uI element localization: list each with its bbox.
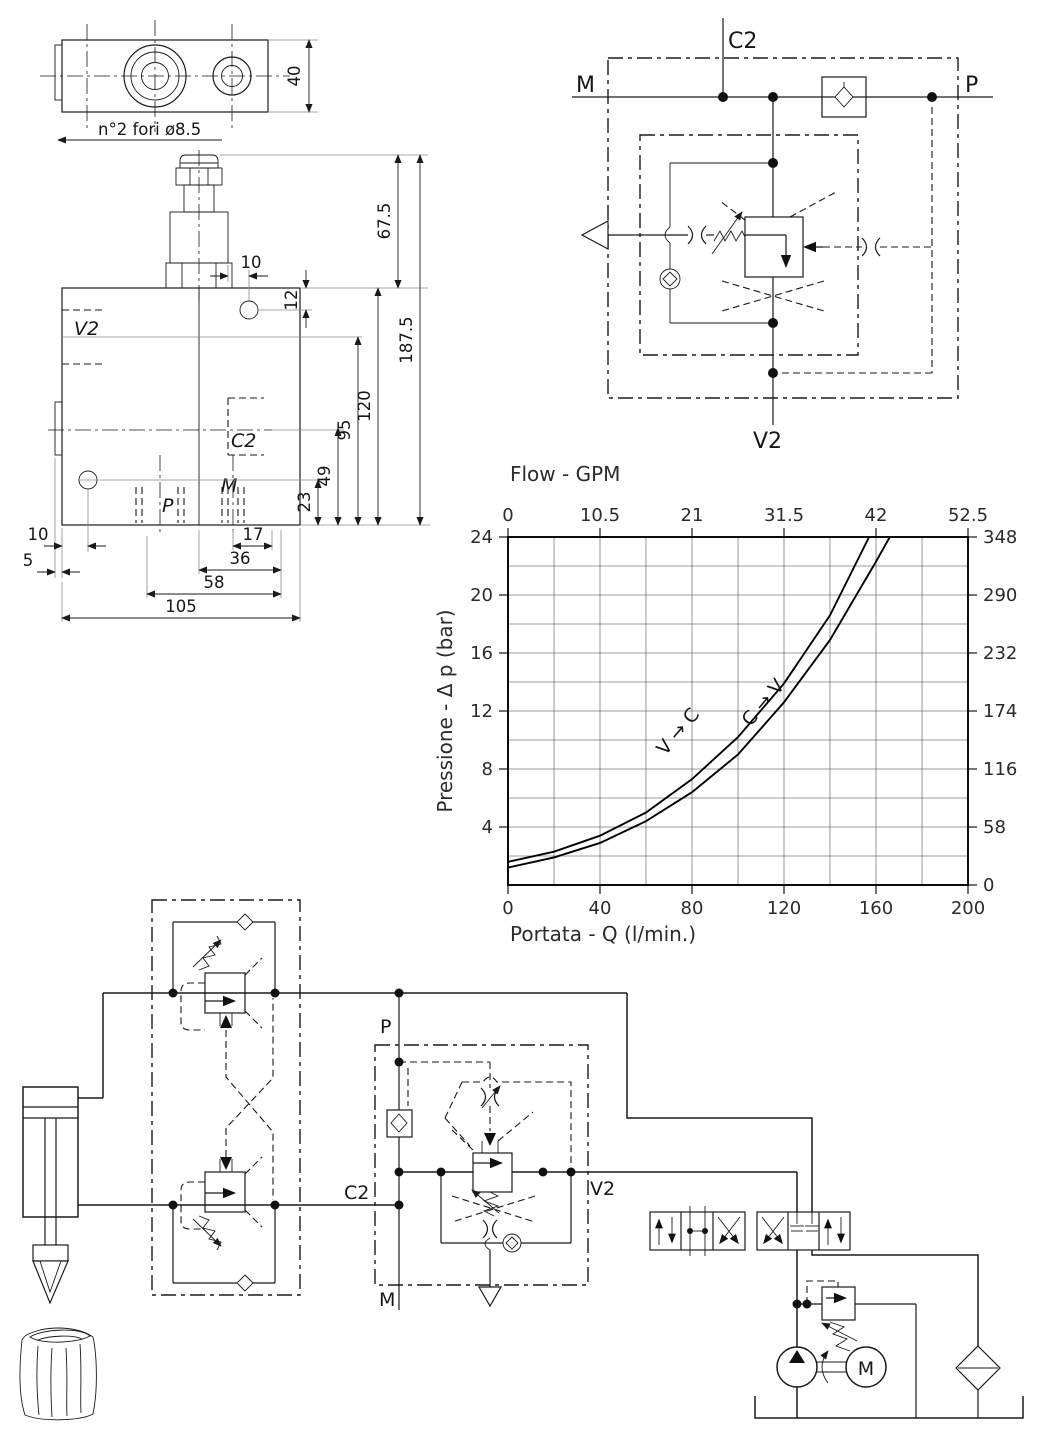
x-top-tick-label: 21	[681, 505, 704, 526]
x-top-tick-label: 10.5	[580, 505, 620, 526]
port-label-v2: V2	[74, 318, 99, 340]
curve-label-1: C → V	[737, 675, 789, 731]
x-top-tick-label: 42	[865, 505, 888, 526]
dim-187-5-label: 187.5	[397, 316, 416, 363]
left-axis-title: Pressione - Δ p (bar)	[433, 609, 457, 812]
curve-1	[507, 536, 891, 869]
dim-23-label: 23	[295, 492, 314, 513]
y-left-tick-label: 12	[470, 701, 493, 722]
y-right-tick-label: 116	[983, 759, 1017, 780]
y-right-tick-label: 348	[983, 527, 1017, 548]
dim-95-label: 95	[335, 420, 354, 441]
x-tick-label: 0	[502, 898, 513, 919]
y-right-tick-label: 0	[983, 875, 994, 896]
circuit-port-c2: C2	[344, 1182, 369, 1204]
curve-0	[507, 536, 870, 863]
dim-120-label: 120	[355, 390, 374, 422]
y-left-tick-label: 20	[470, 585, 493, 606]
y-right-tick-label: 174	[983, 701, 1017, 722]
symbol-port-v2: V2	[753, 429, 782, 454]
y-left-tick-label: 16	[470, 643, 493, 664]
circuit-port-p: P	[380, 1016, 391, 1038]
bottom-axis-title: Portata - Q (l/min.)	[510, 922, 696, 946]
symbol-port-p: P	[965, 73, 978, 98]
x-tick-label: 80	[681, 898, 704, 919]
top-view-drawing: 40 n°2 fori ø8.5	[40, 20, 318, 144]
dim-12-label: 12	[282, 290, 301, 311]
y-left-tick-label: 4	[482, 817, 493, 838]
x-top-tick-label: 0	[502, 505, 513, 526]
x-tick-label: 120	[767, 898, 801, 919]
dim-49-label: 49	[315, 466, 334, 487]
holes-note: n°2 fori ø8.5	[98, 120, 201, 139]
dim-67-5-label: 67.5	[375, 203, 394, 240]
port-label-c2: C2	[231, 430, 256, 452]
dim-36-label: 36	[230, 549, 251, 568]
dim-105-label: 105	[165, 597, 197, 616]
curve-label-0: V → C	[652, 704, 704, 760]
y-left-tick-label: 24	[470, 527, 493, 548]
x-top-tick-label: 52.5	[948, 505, 988, 526]
port-label-p: P	[162, 495, 174, 517]
dim-40-label: 40	[285, 66, 304, 87]
x-tick-label: 200	[951, 898, 985, 919]
y-right-tick-label: 232	[983, 643, 1017, 664]
top-axis-title: Flow - GPM	[510, 462, 620, 486]
y-right-tick-label: 58	[983, 817, 1006, 838]
motor-label: M	[858, 1358, 874, 1380]
dim-10-top-label: 10	[241, 253, 262, 272]
dim-5-label: 5	[23, 551, 34, 570]
dim-58-label: 58	[204, 573, 225, 592]
dim-10-left-label: 10	[28, 525, 49, 544]
y-right-tick-label: 290	[983, 585, 1017, 606]
front-view-drawing: V2 C2 P M 10 12	[23, 150, 430, 622]
x-tick-label: 40	[589, 898, 612, 919]
directional-valve-left	[649, 1206, 746, 1256]
symbol-port-c2: C2	[728, 29, 757, 54]
port-label-m: M	[221, 475, 237, 497]
symbol-port-m: M	[576, 73, 595, 98]
x-top-tick-label: 31.5	[764, 505, 804, 526]
directional-valve-right	[756, 1211, 851, 1251]
log-illustration	[19, 1327, 97, 1421]
circuit-port-m: M	[379, 1289, 395, 1311]
dim-17-label: 17	[243, 525, 264, 544]
circuit-port-v2: V2	[590, 1178, 615, 1200]
application-circuit: P C2 M V2	[19, 899, 1024, 1421]
valve-symbol-schematic: C2 M P V2	[572, 18, 993, 454]
y-left-tick-label: 8	[482, 759, 493, 780]
x-tick-label: 160	[859, 898, 893, 919]
